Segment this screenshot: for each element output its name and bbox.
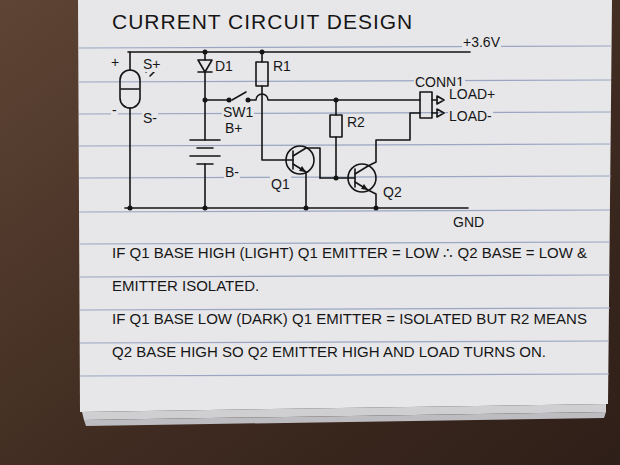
paper-edge	[84, 412, 606, 426]
terminal-label: B+	[224, 120, 244, 136]
part-label: R2	[346, 114, 366, 130]
signal-label: GND	[452, 214, 485, 230]
polarity-mark: +	[110, 54, 120, 70]
part-label: SW1	[222, 104, 254, 120]
terminal-label: S-	[142, 110, 158, 126]
signal-label: LOAD-	[448, 108, 493, 124]
terminal-label: B-	[224, 164, 240, 180]
part-label: Q2	[382, 184, 403, 200]
note-text: IF Q1 BASE HIGH (LIGHT) Q1 EMITTER = LOW…	[112, 236, 592, 302]
part-label: R1	[272, 58, 292, 74]
signal-label: LOAD+	[448, 86, 496, 102]
part-label: Q1	[270, 176, 291, 192]
junction-dots	[128, 50, 379, 211]
page-title: CURRENT CIRCUIT DESIGN	[112, 10, 413, 34]
terminal-label: S+	[142, 56, 162, 72]
transistor-arrows	[299, 166, 368, 190]
polarity-mark: -	[111, 102, 118, 118]
part-label: D1	[214, 58, 234, 74]
circuit-wires	[120, 52, 470, 208]
note-text: IF Q1 BASE LOW (DARK) Q1 EMITTER = ISOLA…	[112, 302, 592, 368]
voltage-label: +3.6V	[462, 34, 501, 50]
paper-sheet	[78, 0, 612, 412]
ruled-lines	[79, 46, 611, 376]
